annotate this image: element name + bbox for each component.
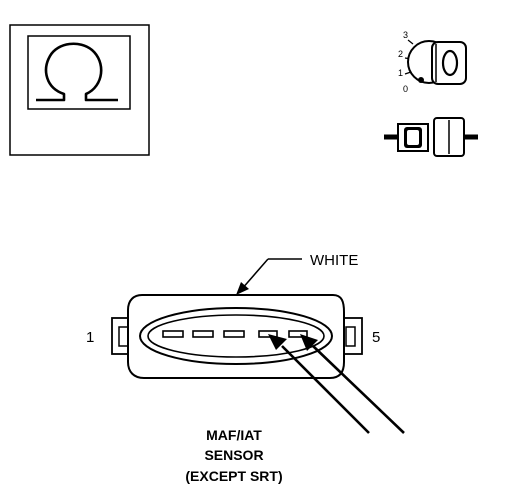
ignition-key-icon: 3 2 1 0 <box>398 30 467 94</box>
ignition-position-3: 3 <box>403 30 408 40</box>
pin-label-first: 1 <box>86 329 94 346</box>
ignition-position-2: 2 <box>398 49 403 59</box>
caption: MAF/IAT SENSOR (EXCEPT SRT) <box>185 427 282 484</box>
ohmmeter-icon <box>9 24 150 156</box>
cavity-3 <box>223 330 245 338</box>
disconnected-connector-icon <box>384 117 478 157</box>
probe-arrows <box>268 334 405 434</box>
ignition-position-0: 0 <box>403 84 408 94</box>
caption-line-1: MAF/IAT <box>206 427 262 443</box>
cavity-5 <box>288 330 308 338</box>
caption-line-3: (EXCEPT SRT) <box>185 468 282 484</box>
cavity-1 <box>162 330 184 338</box>
ignition-position-1: 1 <box>398 68 403 78</box>
white-label-callout: WHITE <box>236 252 358 295</box>
caption-line-2: SENSOR <box>204 447 263 463</box>
pin-label-last: 5 <box>372 329 380 346</box>
cavity-2 <box>192 330 214 338</box>
connector-color-label: WHITE <box>310 252 358 269</box>
maf-iat-connector: 1 5 <box>86 294 380 379</box>
